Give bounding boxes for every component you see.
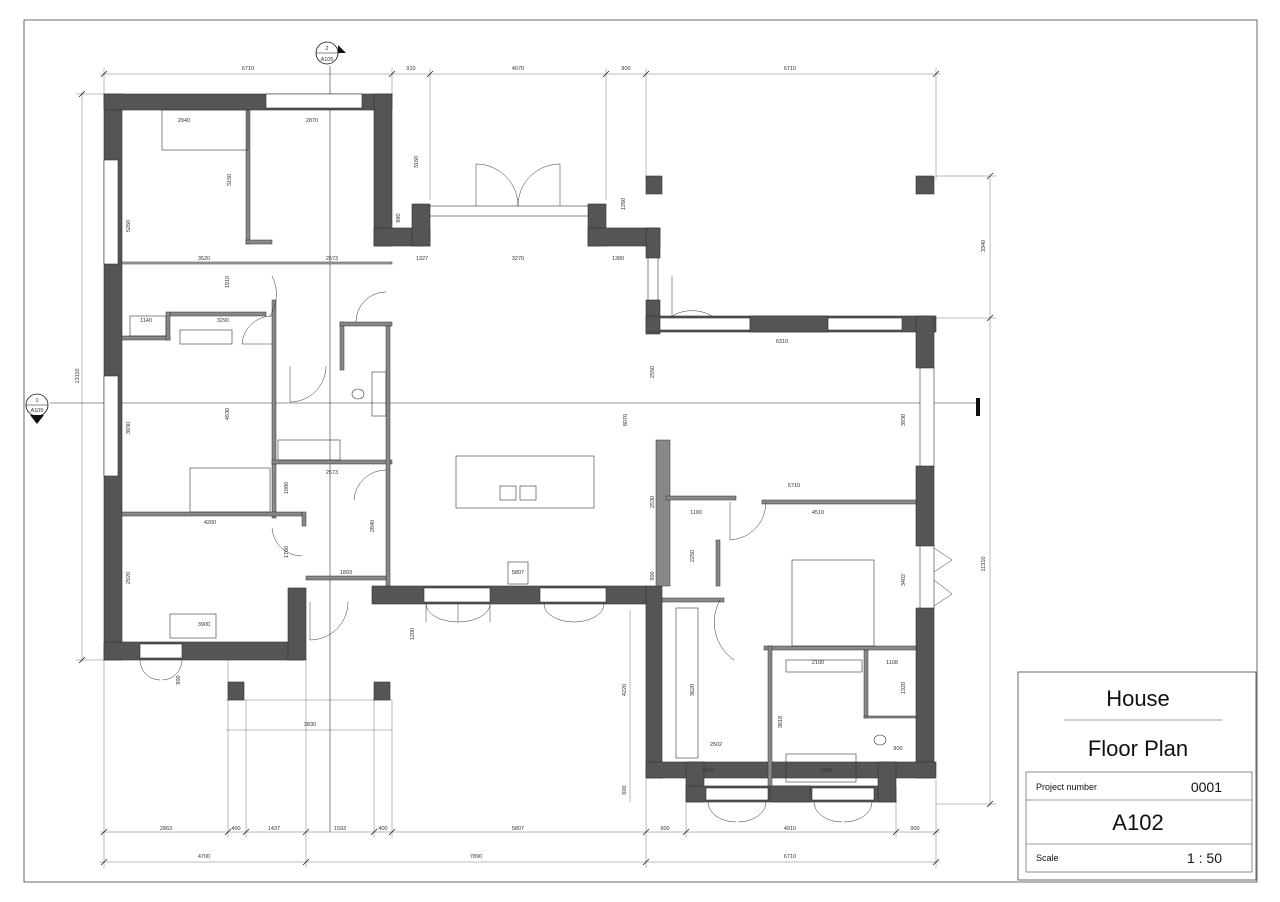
title-line-1: House bbox=[1106, 686, 1170, 711]
dim-3520: 3520 bbox=[198, 256, 210, 262]
dim-top-3: 4070 bbox=[512, 66, 524, 72]
dim-2870: 2870 bbox=[306, 118, 318, 124]
dim-1380: 1380 bbox=[612, 256, 624, 262]
dim-bottom-4: 1593 bbox=[334, 826, 346, 832]
dim-4530: 4530 bbox=[225, 408, 231, 420]
dim-top-2: 910 bbox=[406, 66, 415, 72]
dim-bottom-3: 1437 bbox=[268, 826, 280, 832]
dim-bottom-total-3: 6710 bbox=[784, 854, 796, 860]
dim-3160: 3160 bbox=[414, 156, 420, 168]
dim-3402: 3402 bbox=[901, 574, 907, 586]
dim-2550: 2550 bbox=[650, 366, 656, 378]
scale-label: Scale bbox=[1036, 853, 1059, 863]
project-number-value: 0001 bbox=[1191, 779, 1222, 795]
section-top-number: 2 bbox=[325, 46, 328, 52]
dim-1140: 1140 bbox=[140, 318, 152, 324]
dim-6310: 6310 bbox=[776, 339, 788, 345]
dim-1320: 1320 bbox=[901, 682, 907, 694]
section-top-sheet: A105 bbox=[321, 57, 334, 63]
scale-value: 1 : 50 bbox=[1187, 850, 1222, 866]
dim-3290: 3290 bbox=[217, 318, 229, 324]
section-left-sheet: A105 bbox=[31, 408, 44, 414]
dim-2573-b: 2573 bbox=[326, 470, 338, 476]
title-line-2: Floor Plan bbox=[1088, 736, 1188, 761]
dim-2530: 2530 bbox=[650, 496, 656, 508]
dim-bottom-5: 400 bbox=[378, 826, 387, 832]
dim-4200: 4200 bbox=[204, 520, 216, 526]
dim-1200: 1200 bbox=[410, 628, 416, 640]
partitions bbox=[121, 109, 917, 787]
dim-left-overall: 13110 bbox=[75, 369, 81, 384]
dim-3900-b: 3900 bbox=[198, 622, 210, 628]
dim-1080: 1080 bbox=[284, 482, 290, 494]
dim-3930-a: 3930 bbox=[126, 422, 132, 434]
dim-1260: 1260 bbox=[621, 198, 627, 210]
dim-1893: 1893 bbox=[340, 570, 352, 576]
sheet-border bbox=[23, 19, 1258, 883]
walls bbox=[103, 93, 937, 803]
dim-2408: 2408 bbox=[820, 768, 832, 774]
dim-3930-b: 3930 bbox=[901, 414, 907, 426]
dim-3620: 3620 bbox=[690, 684, 696, 696]
dim-bottom-9: 900 bbox=[910, 826, 919, 832]
dimension-labels: 6710 910 4070 900 6710 2863 400 1437 159… bbox=[75, 66, 987, 860]
project-number-label: Project number bbox=[1036, 782, 1097, 792]
dim-5710: 5710 bbox=[788, 483, 800, 489]
door-swings bbox=[139, 163, 953, 823]
dim-bottom-6: 5807 bbox=[512, 826, 524, 832]
dim-top-1: 6710 bbox=[242, 66, 254, 72]
dim-1602: 1602 bbox=[702, 768, 714, 774]
dim-top-4: 900 bbox=[621, 66, 630, 72]
dim-3150: 3150 bbox=[227, 174, 233, 186]
dim-right-upper: 3340 bbox=[981, 240, 987, 252]
dim-top-5: 6710 bbox=[784, 66, 796, 72]
dim-1327: 1327 bbox=[416, 256, 428, 262]
dim-3818: 3818 bbox=[778, 716, 784, 728]
dim-880: 880 bbox=[396, 213, 402, 222]
dim-600: 600 bbox=[622, 785, 628, 794]
dim-bottom-7: 900 bbox=[660, 826, 669, 832]
dimension-lines bbox=[50, 66, 996, 868]
windows bbox=[139, 205, 935, 801]
dim-2940: 2940 bbox=[178, 118, 190, 124]
dim-4220: 4220 bbox=[622, 684, 628, 696]
dim-bottom-total-2: 7890 bbox=[470, 854, 482, 860]
dim-900-b: 900 bbox=[176, 675, 182, 684]
fixtures bbox=[129, 109, 887, 783]
dim-4510: 4510 bbox=[812, 510, 824, 516]
dim-5260: 5260 bbox=[126, 220, 132, 232]
dim-1108: 1108 bbox=[886, 660, 898, 666]
dim-bottom-2: 400 bbox=[231, 826, 240, 832]
dim-3830: 3830 bbox=[304, 722, 316, 728]
section-marker-left: 1 A105 bbox=[25, 393, 49, 424]
dim-3270: 3270 bbox=[512, 256, 524, 262]
dim-right-overall: 11310 bbox=[981, 557, 987, 572]
dim-bottom-1: 2863 bbox=[160, 826, 172, 832]
dim-8070: 8070 bbox=[623, 414, 629, 426]
dim-2920: 2920 bbox=[126, 572, 132, 584]
dim-2573-a: 2573 bbox=[326, 256, 338, 262]
dim-900-c: 900 bbox=[893, 746, 902, 752]
dim-2502: 2502 bbox=[710, 742, 722, 748]
dimension-ticks bbox=[78, 70, 994, 866]
dim-1910: 1910 bbox=[225, 276, 231, 288]
dim-900-a: 900 bbox=[650, 571, 656, 580]
dim-2840: 2840 bbox=[370, 520, 376, 532]
section-left-number: 1 bbox=[35, 398, 38, 404]
dim-bottom-8: 4910 bbox=[784, 826, 796, 832]
section-end-mark bbox=[976, 398, 980, 416]
dim-1760: 1760 bbox=[284, 546, 290, 558]
dim-1100: 1100 bbox=[690, 510, 702, 516]
sheet-number: A102 bbox=[1112, 810, 1163, 835]
dim-bottom-total-1: 4700 bbox=[198, 854, 210, 860]
title-block: House Floor Plan Project number 0001 A10… bbox=[1017, 671, 1257, 881]
dim-2100: 2100 bbox=[812, 660, 824, 666]
dim-2250: 2250 bbox=[690, 550, 696, 562]
section-marker-top: 2 A105 bbox=[315, 41, 346, 65]
dim-5807: 5807 bbox=[512, 570, 524, 576]
